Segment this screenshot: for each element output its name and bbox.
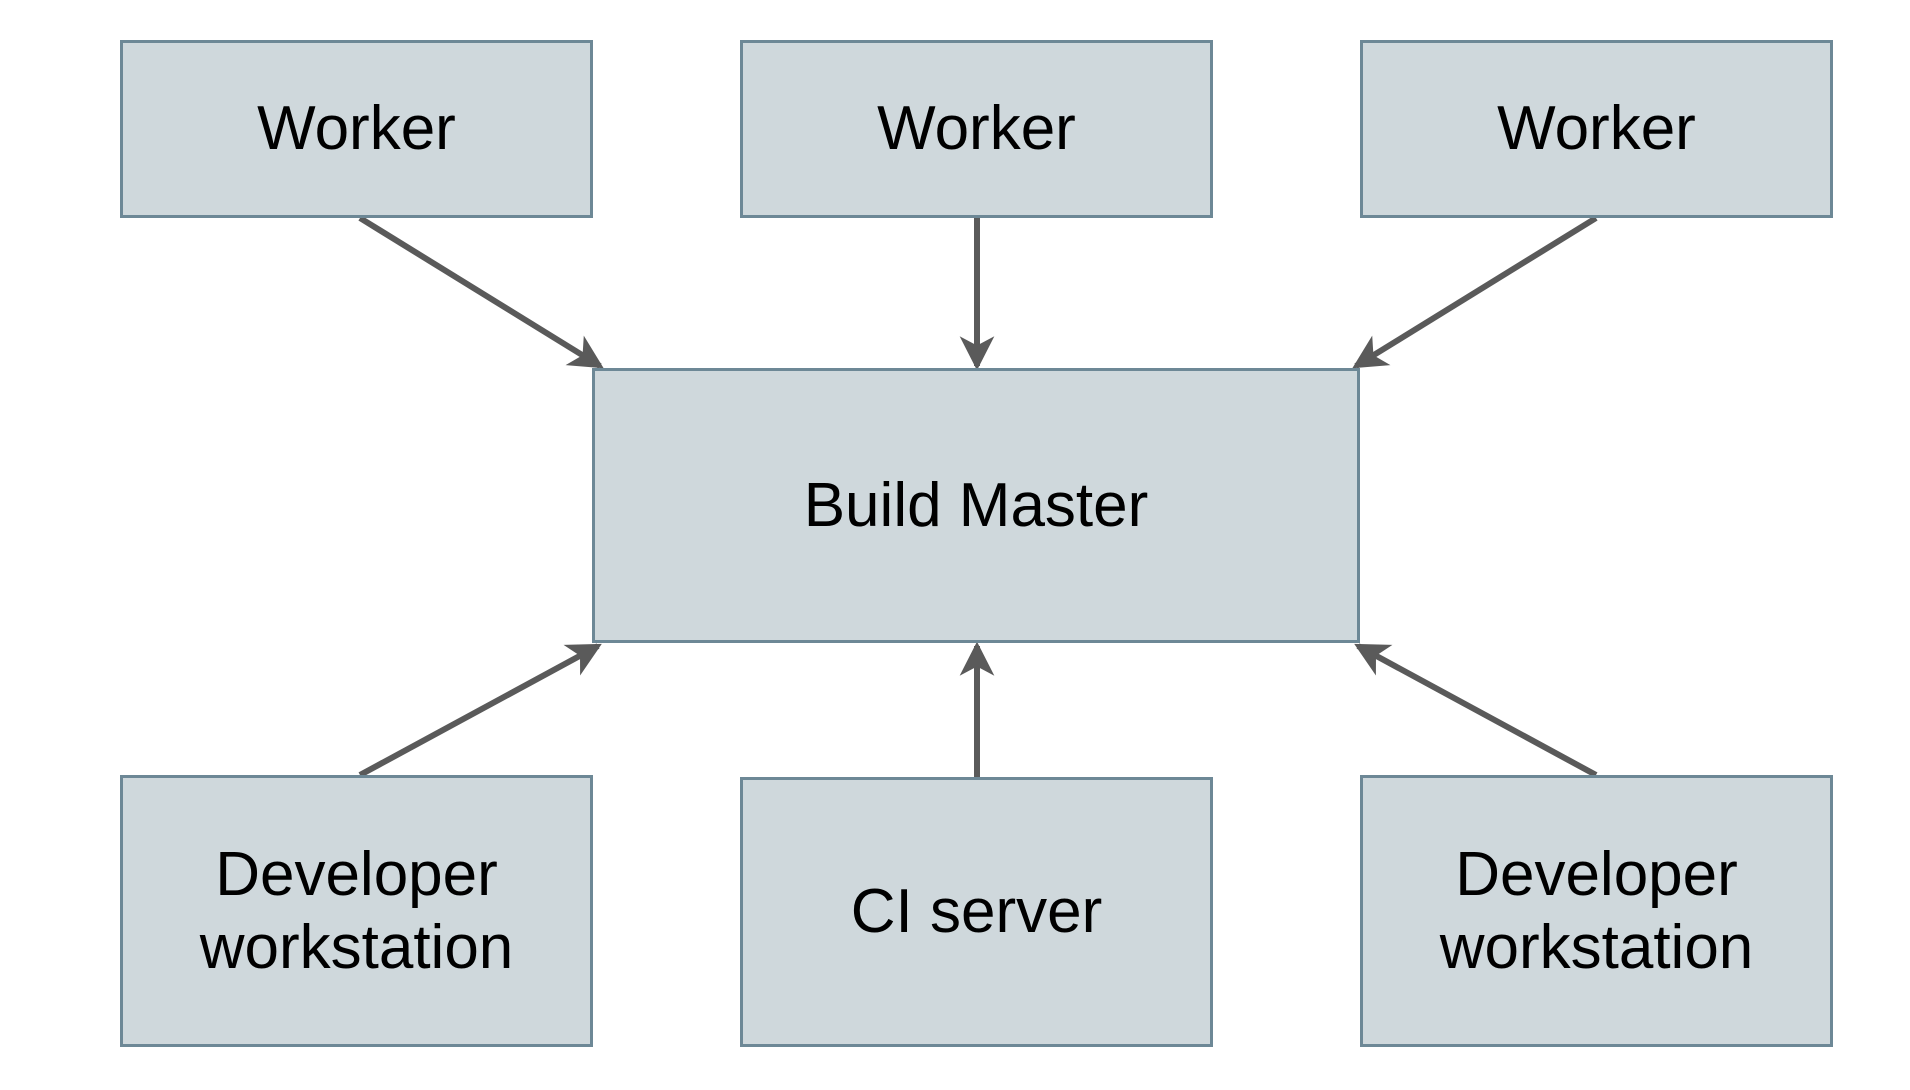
edge-developer-workstation-left-to-build-master <box>358 643 602 778</box>
node-label-worker-2: Worker <box>877 94 1076 164</box>
edge-worker-1-to-build-master <box>358 215 604 369</box>
node-label-worker-1: Worker <box>257 94 456 164</box>
edge-worker-3-to-build-master <box>1352 215 1598 369</box>
node-label-worker-3: Worker <box>1497 94 1696 164</box>
node-label-developer-workstation-right: Developer workstation <box>1439 839 1754 982</box>
node-worker-2[interactable]: Worker <box>740 40 1213 218</box>
node-label-ci-server: CI server <box>850 877 1103 947</box>
node-ci-server[interactable]: CI server <box>740 777 1213 1047</box>
node-label-developer-workstation-left: Developer workstation <box>199 839 514 982</box>
node-developer-workstation-left[interactable]: Developer workstation <box>120 775 593 1047</box>
node-worker-1[interactable]: Worker <box>120 40 593 218</box>
node-label-build-master: Build Master <box>803 470 1149 540</box>
node-worker-3[interactable]: Worker <box>1360 40 1833 218</box>
node-developer-workstation-right[interactable]: Developer workstation <box>1360 775 1833 1047</box>
edge-developer-workstation-right-to-build-master <box>1354 643 1598 778</box>
node-build-master[interactable]: Build Master <box>592 368 1360 643</box>
